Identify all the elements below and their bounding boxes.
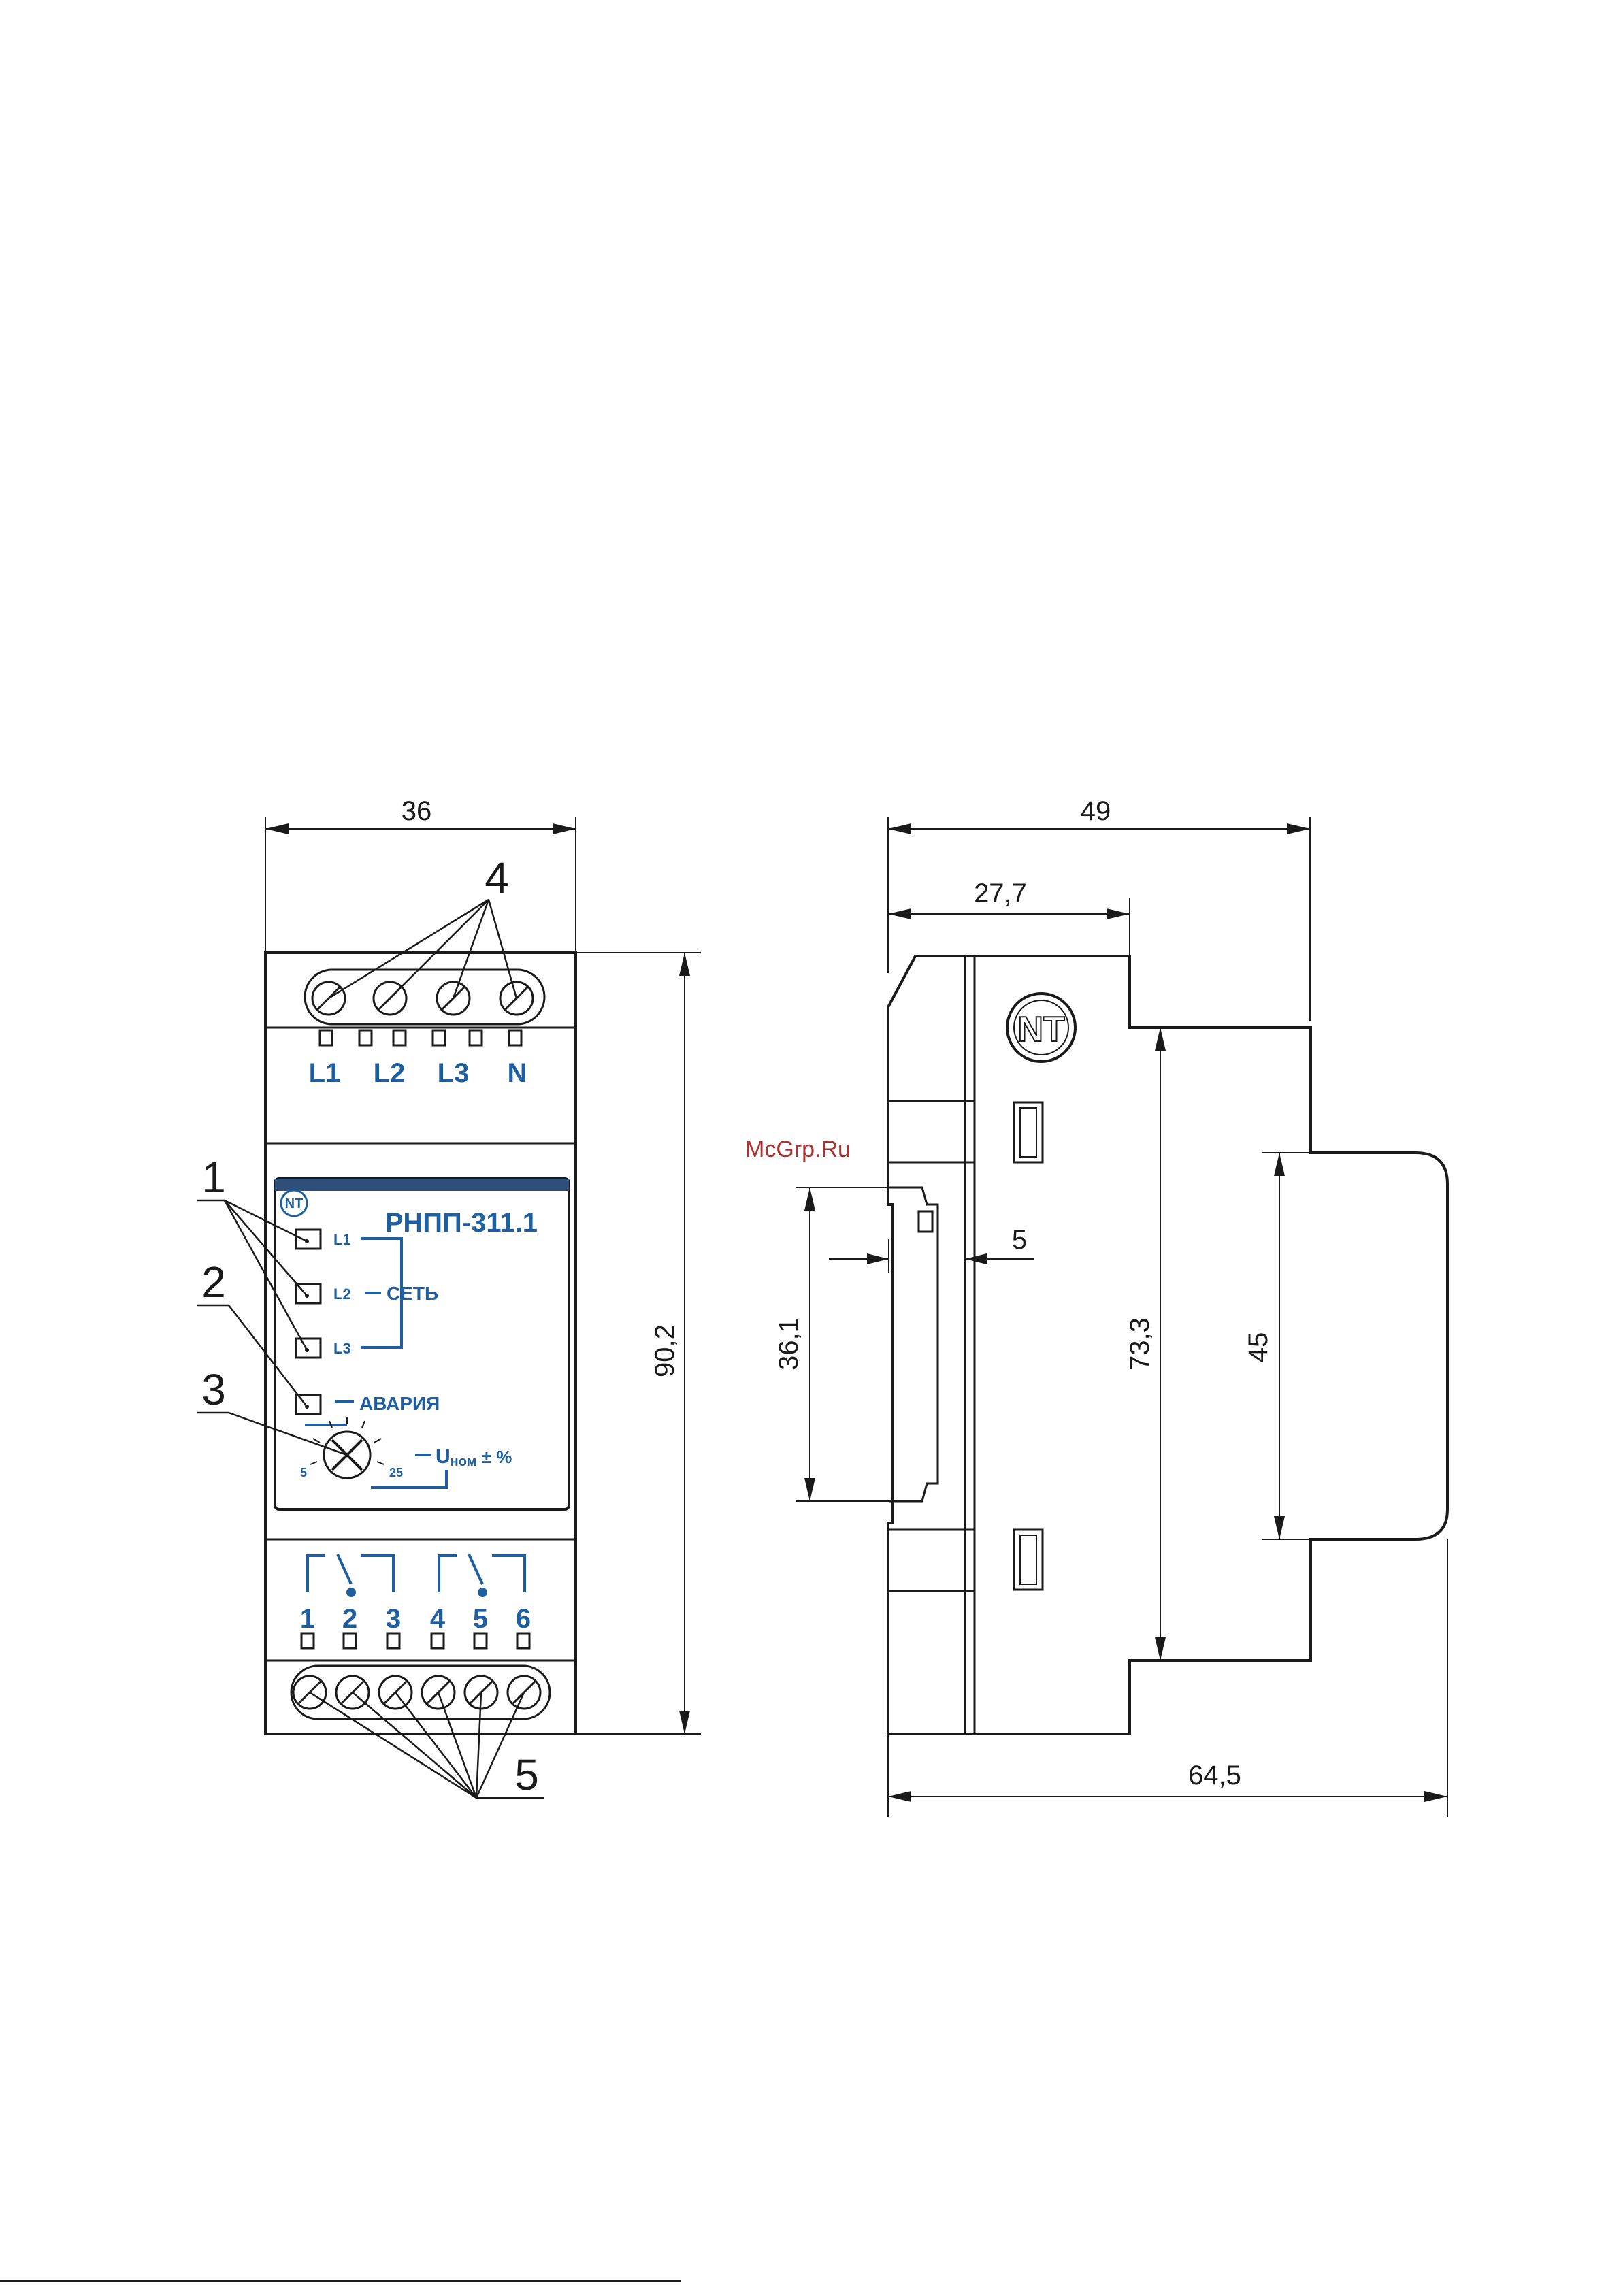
terminal-label-l3: L3 xyxy=(438,1058,470,1088)
panel-top-band xyxy=(275,1179,569,1191)
panel-nt-logo: NT xyxy=(281,1190,307,1216)
dim-5-label: 5 xyxy=(1012,1225,1027,1255)
callout-2: 2 xyxy=(201,1258,226,1307)
led-label-l2: L2 xyxy=(333,1285,351,1302)
side-housing xyxy=(888,956,1447,1734)
nt-logo-text: NT xyxy=(1017,1010,1065,1049)
alarm-label: АВАРИЯ xyxy=(359,1393,440,1414)
terminal-label-1: 1 xyxy=(300,1604,315,1634)
terminal-label-l2: L2 xyxy=(374,1058,406,1088)
dim-36-1-label: 36,1 xyxy=(774,1317,804,1371)
side-view: 49 27,7 NT 5 xyxy=(774,796,1447,1817)
callout-4: 4 xyxy=(485,853,509,902)
terminal-label-3: 3 xyxy=(386,1604,401,1634)
callout-5: 5 xyxy=(514,1750,539,1799)
dim-90-label: 90,2 xyxy=(650,1324,680,1377)
dim-45-label: 45 xyxy=(1243,1332,1273,1363)
dim-27-label: 27,7 xyxy=(974,879,1027,908)
terminal-label-6: 6 xyxy=(516,1604,531,1634)
dim-64-label: 64,5 xyxy=(1188,1760,1241,1790)
terminal-label-4: 4 xyxy=(430,1604,446,1634)
network-label: СЕТЬ xyxy=(387,1283,438,1304)
model-label: РНПП-311.1 xyxy=(385,1208,538,1238)
terminal-label-l1: L1 xyxy=(309,1058,341,1088)
led-label-l1: L1 xyxy=(333,1231,351,1248)
dim-73-label: 73,3 xyxy=(1125,1317,1155,1371)
nt-logo-text: NT xyxy=(285,1196,304,1211)
dial-max-label: 25 xyxy=(389,1466,403,1479)
terminal-label-n: N xyxy=(508,1058,527,1088)
callout-3: 3 xyxy=(201,1365,226,1414)
callout-1: 1 xyxy=(201,1153,226,1202)
led-label-l3: L3 xyxy=(333,1340,351,1357)
terminal-label-5: 5 xyxy=(473,1604,488,1634)
front-view: 36 L1 L2 L3 xyxy=(197,796,701,1799)
terminal-label-2: 2 xyxy=(342,1604,357,1634)
watermark: McGrp.Ru xyxy=(745,1136,851,1162)
dim-49-label: 49 xyxy=(1081,796,1111,826)
dial-min-label: 5 xyxy=(300,1466,307,1479)
dim-36-label: 36 xyxy=(402,796,432,826)
